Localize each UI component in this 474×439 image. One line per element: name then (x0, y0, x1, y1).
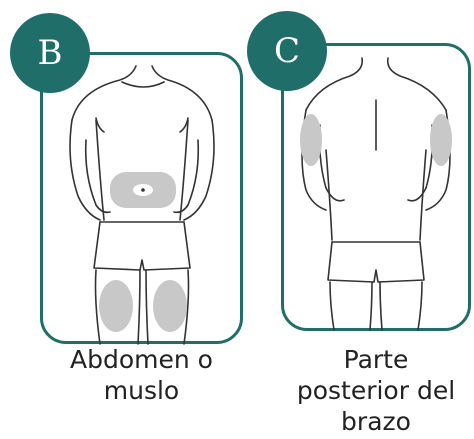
caption-c-line-3: brazo (281, 406, 471, 437)
badge-c-letter: C (274, 31, 300, 71)
caption-c-line-2: posterior del (281, 375, 471, 406)
badge-c: C (247, 11, 327, 91)
right-arm-injection-zone (430, 114, 452, 166)
caption-c: Parte posterior del brazo (281, 344, 471, 437)
caption-c-line-1: Parte (281, 344, 471, 375)
left-arm-injection-zone (300, 114, 322, 166)
